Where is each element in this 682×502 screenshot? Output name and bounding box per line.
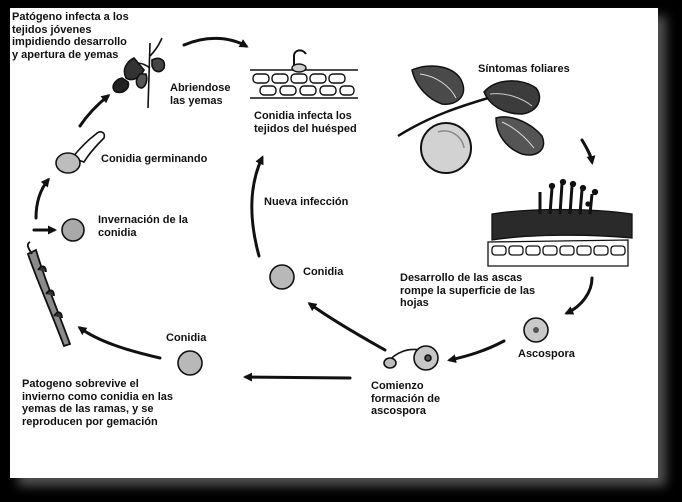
arrow-to-host-infection (182, 36, 249, 48)
label-line: Nueva infección (264, 196, 349, 208)
label-line: Patogeno sobrevive el (22, 378, 139, 390)
label-line: Conidia germinando (101, 153, 208, 165)
label-asci-development: Desarrollo de las ascas rompe la superfi… (400, 272, 535, 310)
label-ascospore-formation: Comienzo formación de ascospora (371, 380, 440, 418)
arrow-to-ascospore (564, 276, 594, 315)
label-line: tejidos del huésped (254, 122, 357, 135)
label-conidia-overwinter: Invernación de la conidia (98, 214, 188, 239)
label-line: Síntomas foliares (478, 63, 570, 75)
label-line: Ascospora (518, 348, 575, 360)
label-line: yemas de las ramas, y se (22, 403, 154, 415)
label-line: y apertura de yemas (12, 48, 119, 61)
label-line: formación de (371, 392, 441, 405)
label-line: Patógeno infecta a los (12, 11, 129, 23)
leaf-symptoms-illustration (397, 65, 545, 174)
arrow-to-buds (78, 94, 111, 128)
label-line: ascospora (371, 405, 427, 417)
overwintering-conidia-illustration (61, 218, 85, 242)
label-line: impidiendo desarrollo (12, 36, 127, 48)
label-line: invierno como conidia en las (22, 390, 173, 403)
label-line: las yemas (170, 94, 223, 107)
label-line: Conidia (303, 266, 344, 278)
ascospore-illustration (523, 317, 549, 343)
arrow-to-center-conidia (307, 302, 387, 352)
lower-conidia-illustration (177, 350, 203, 376)
label-leaf-symptoms: Síntomas foliares (478, 63, 570, 76)
host-tissue-illustration (250, 49, 358, 99)
label-conidia-center: Conidia (303, 266, 343, 279)
label-conidia-germinating: Conidia germinando (101, 153, 207, 166)
arrow-to-branch (77, 326, 162, 360)
label-pathogen-survives: Patogeno sobrevive el invierno como coni… (22, 378, 173, 428)
label-line: Desarrollo de las ascas (400, 272, 523, 284)
arrow-to-lower-conidia (243, 372, 352, 382)
cycle-arrows (32, 36, 596, 382)
label-line: Invernación de la (98, 214, 188, 226)
label-ascospore: Ascospora (518, 348, 575, 361)
label-conidia-lower: Conidia (166, 332, 206, 345)
label-line: Comienzo (371, 380, 424, 392)
asci-cross-section-illustration (487, 178, 633, 267)
label-line: rompe la superficie de las (400, 284, 536, 297)
label-line: Conidia (166, 332, 207, 344)
arrow-to-ascospore-formation (447, 339, 506, 364)
arrow-to-leaf-symptoms (580, 138, 596, 165)
diagram-panel: Patógeno infecta a los tejidos jóvenes i… (10, 8, 658, 478)
infected-shoot-illustration (112, 37, 166, 109)
label-line: tejidos jóvenes (12, 23, 92, 36)
arrow-to-germinating (34, 177, 50, 220)
label-line: hojas (400, 297, 429, 309)
label-line: reproducen por gemación (22, 415, 158, 428)
branch-illustration (26, 241, 72, 348)
label-line: conidia (98, 226, 137, 239)
label-conidia-infects: Conidia infecta los tejidos del huésped (254, 110, 357, 135)
label-line: Conidia infecta los (254, 110, 352, 122)
label-new-infection: Nueva infección (264, 196, 348, 209)
label-pathogen-infects: Patógeno infecta a los tejidos jóvenes i… (12, 11, 129, 61)
label-line: Abriendose (170, 82, 231, 94)
label-buds-opening: Abriendose las yemas (170, 82, 231, 107)
arrow-new-infection (250, 155, 264, 258)
ascospore-formation-illustration (383, 345, 439, 371)
center-conidia-illustration (269, 264, 295, 290)
life-cycle-artwork (26, 36, 633, 382)
germinating-conidia-illustration (55, 131, 106, 174)
inner-arrows (250, 155, 387, 352)
